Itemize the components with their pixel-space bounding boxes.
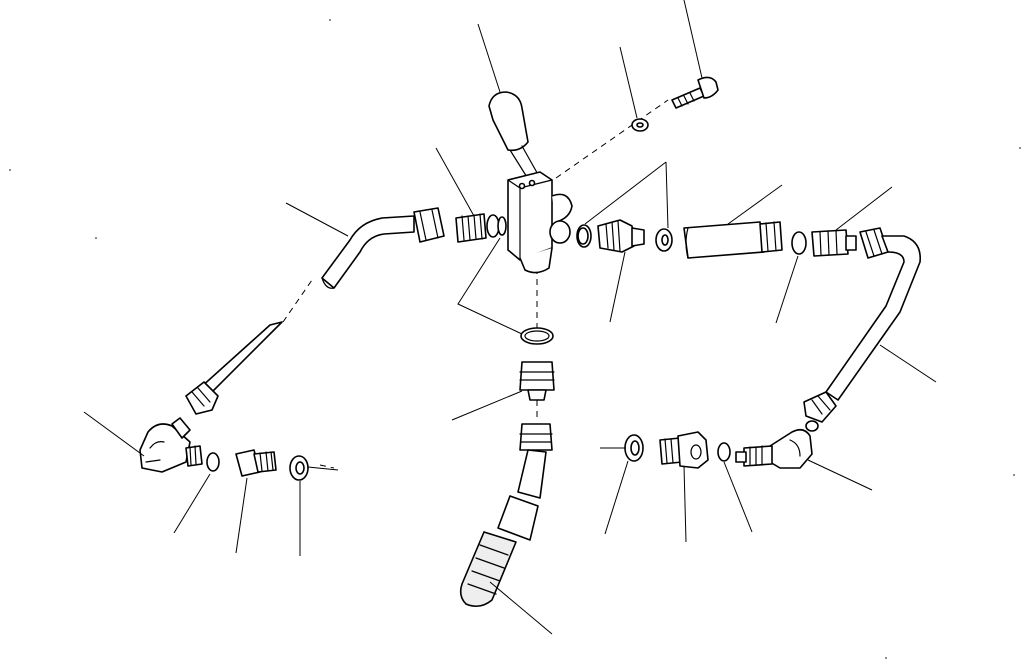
tube-right	[803, 227, 921, 432]
straight-adapter-left	[455, 213, 507, 243]
elbow-left	[139, 417, 203, 473]
o-ring-right	[717, 442, 731, 462]
tube-left	[185, 207, 445, 415]
o-ring-left	[206, 452, 220, 472]
o-ring-center	[520, 327, 554, 345]
valve-body	[507, 171, 573, 274]
elbow-right	[735, 428, 813, 469]
washer-left	[289, 455, 309, 481]
washers-pair	[577, 227, 673, 252]
adapter-right-lower	[659, 431, 709, 469]
cap-screw	[671, 76, 719, 109]
adapter-center	[519, 361, 555, 401]
suction-hose-strainer	[459, 423, 553, 608]
washer-right	[791, 231, 807, 255]
adapter-right	[811, 229, 857, 257]
lock-washer	[631, 118, 649, 132]
assembly-centerlines	[282, 99, 669, 469]
adapter-left-lower	[235, 449, 277, 477]
leader-lines	[83, 0, 937, 635]
coupling-sleeve	[683, 221, 783, 259]
print-specks	[9, 19, 1021, 659]
lever-handle	[488, 91, 541, 183]
washer-right-lower	[624, 434, 644, 462]
